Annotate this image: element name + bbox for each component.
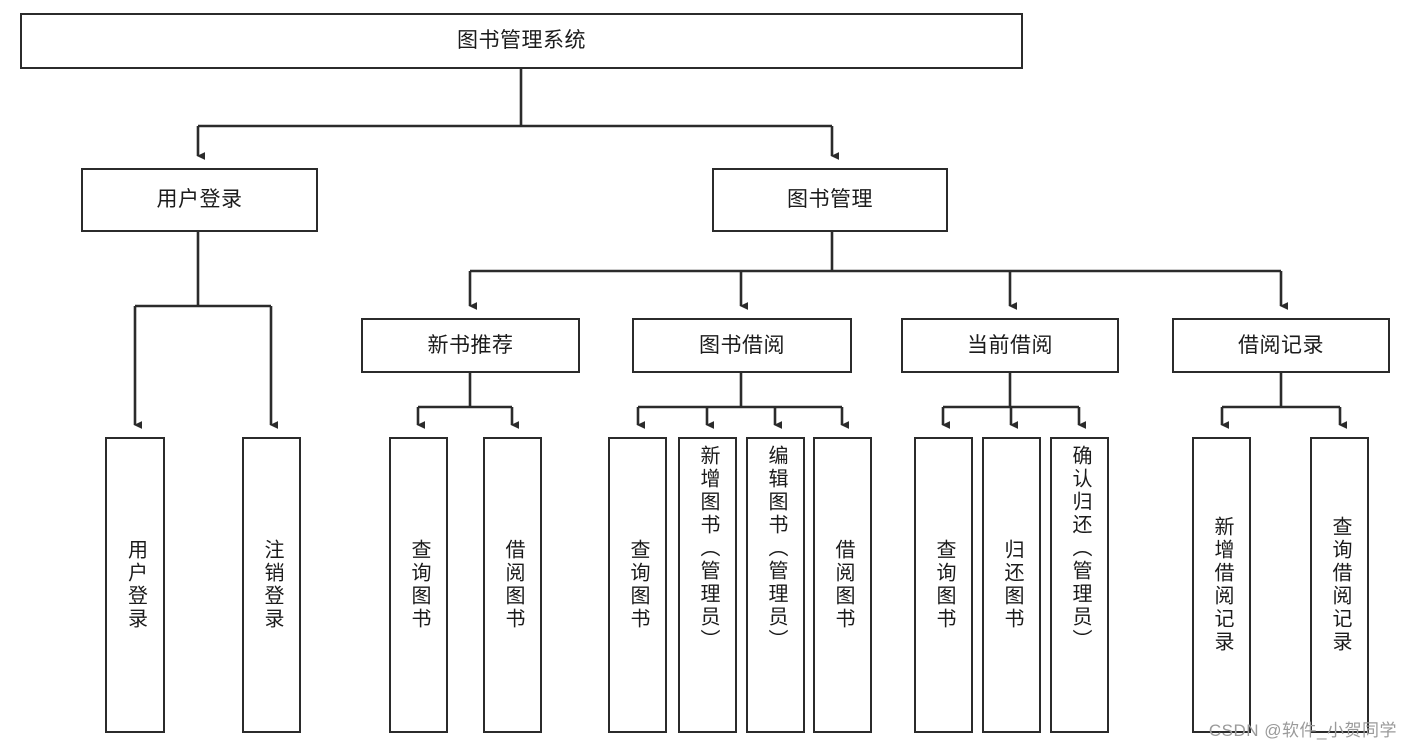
node-current-borrow[interactable]: 当前借阅 <box>901 318 1119 373</box>
leaf-borrow-add-book[interactable]: 新增图书（管理员） <box>678 437 737 733</box>
leaf-user-login-logout[interactable]: 注销登录 <box>242 437 301 733</box>
leaf-user-login-logout-label: 注销登录 <box>261 539 283 631</box>
node-borrow-record-label: 借阅记录 <box>1238 333 1324 357</box>
leaf-user-login-login-label: 用户登录 <box>124 539 147 631</box>
node-user-login-label: 用户登录 <box>156 188 243 212</box>
node-root-label: 图书管理系统 <box>457 29 586 53</box>
leaf-current-confirm-return-label: 确认归还（管理员） <box>1069 445 1091 652</box>
leaf-borrow-edit-book[interactable]: 编辑图书（管理员） <box>746 437 805 733</box>
leaf-new-book-query-label: 查询图书 <box>408 539 430 631</box>
leaf-current-query-book[interactable]: 查询图书 <box>914 437 973 733</box>
leaf-record-add-label: 新增借阅记录 <box>1211 516 1233 654</box>
leaf-record-query-label: 查询借阅记录 <box>1329 516 1351 654</box>
node-book-management-label: 图书管理 <box>787 188 873 212</box>
leaf-borrow-edit-book-label: 编辑图书（管理员） <box>765 445 787 652</box>
leaf-borrow-borrow-book[interactable]: 借阅图书 <box>813 437 872 733</box>
node-new-book-recommend-label: 新书推荐 <box>427 333 514 357</box>
node-new-book-recommend[interactable]: 新书推荐 <box>361 318 580 373</box>
node-book-management[interactable]: 图书管理 <box>712 168 948 232</box>
leaf-current-query-book-label: 查询图书 <box>933 539 955 631</box>
leaf-borrow-borrow-book-label: 借阅图书 <box>832 539 854 631</box>
leaf-borrow-query-book-label: 查询图书 <box>627 539 649 631</box>
leaf-new-book-borrow-label: 借阅图书 <box>502 539 524 631</box>
node-book-borrow[interactable]: 图书借阅 <box>632 318 852 373</box>
node-current-borrow-label: 当前借阅 <box>967 333 1053 357</box>
leaf-new-book-borrow[interactable]: 借阅图书 <box>483 437 542 733</box>
node-root[interactable]: 图书管理系统 <box>20 13 1023 69</box>
leaf-record-add[interactable]: 新增借阅记录 <box>1192 437 1251 733</box>
leaf-new-book-query[interactable]: 查询图书 <box>389 437 448 733</box>
leaf-record-query[interactable]: 查询借阅记录 <box>1310 437 1369 733</box>
leaf-borrow-add-book-label: 新增图书（管理员） <box>697 445 719 652</box>
node-borrow-record[interactable]: 借阅记录 <box>1172 318 1390 373</box>
node-user-login[interactable]: 用户登录 <box>81 168 318 232</box>
leaf-current-confirm-return[interactable]: 确认归还（管理员） <box>1050 437 1109 733</box>
leaf-borrow-query-book[interactable]: 查询图书 <box>608 437 667 733</box>
leaf-current-return-book-label: 归还图书 <box>1001 539 1023 631</box>
node-book-borrow-label: 图书借阅 <box>699 333 785 357</box>
leaf-user-login-login[interactable]: 用户登录 <box>105 437 165 733</box>
leaf-current-return-book[interactable]: 归还图书 <box>982 437 1041 733</box>
